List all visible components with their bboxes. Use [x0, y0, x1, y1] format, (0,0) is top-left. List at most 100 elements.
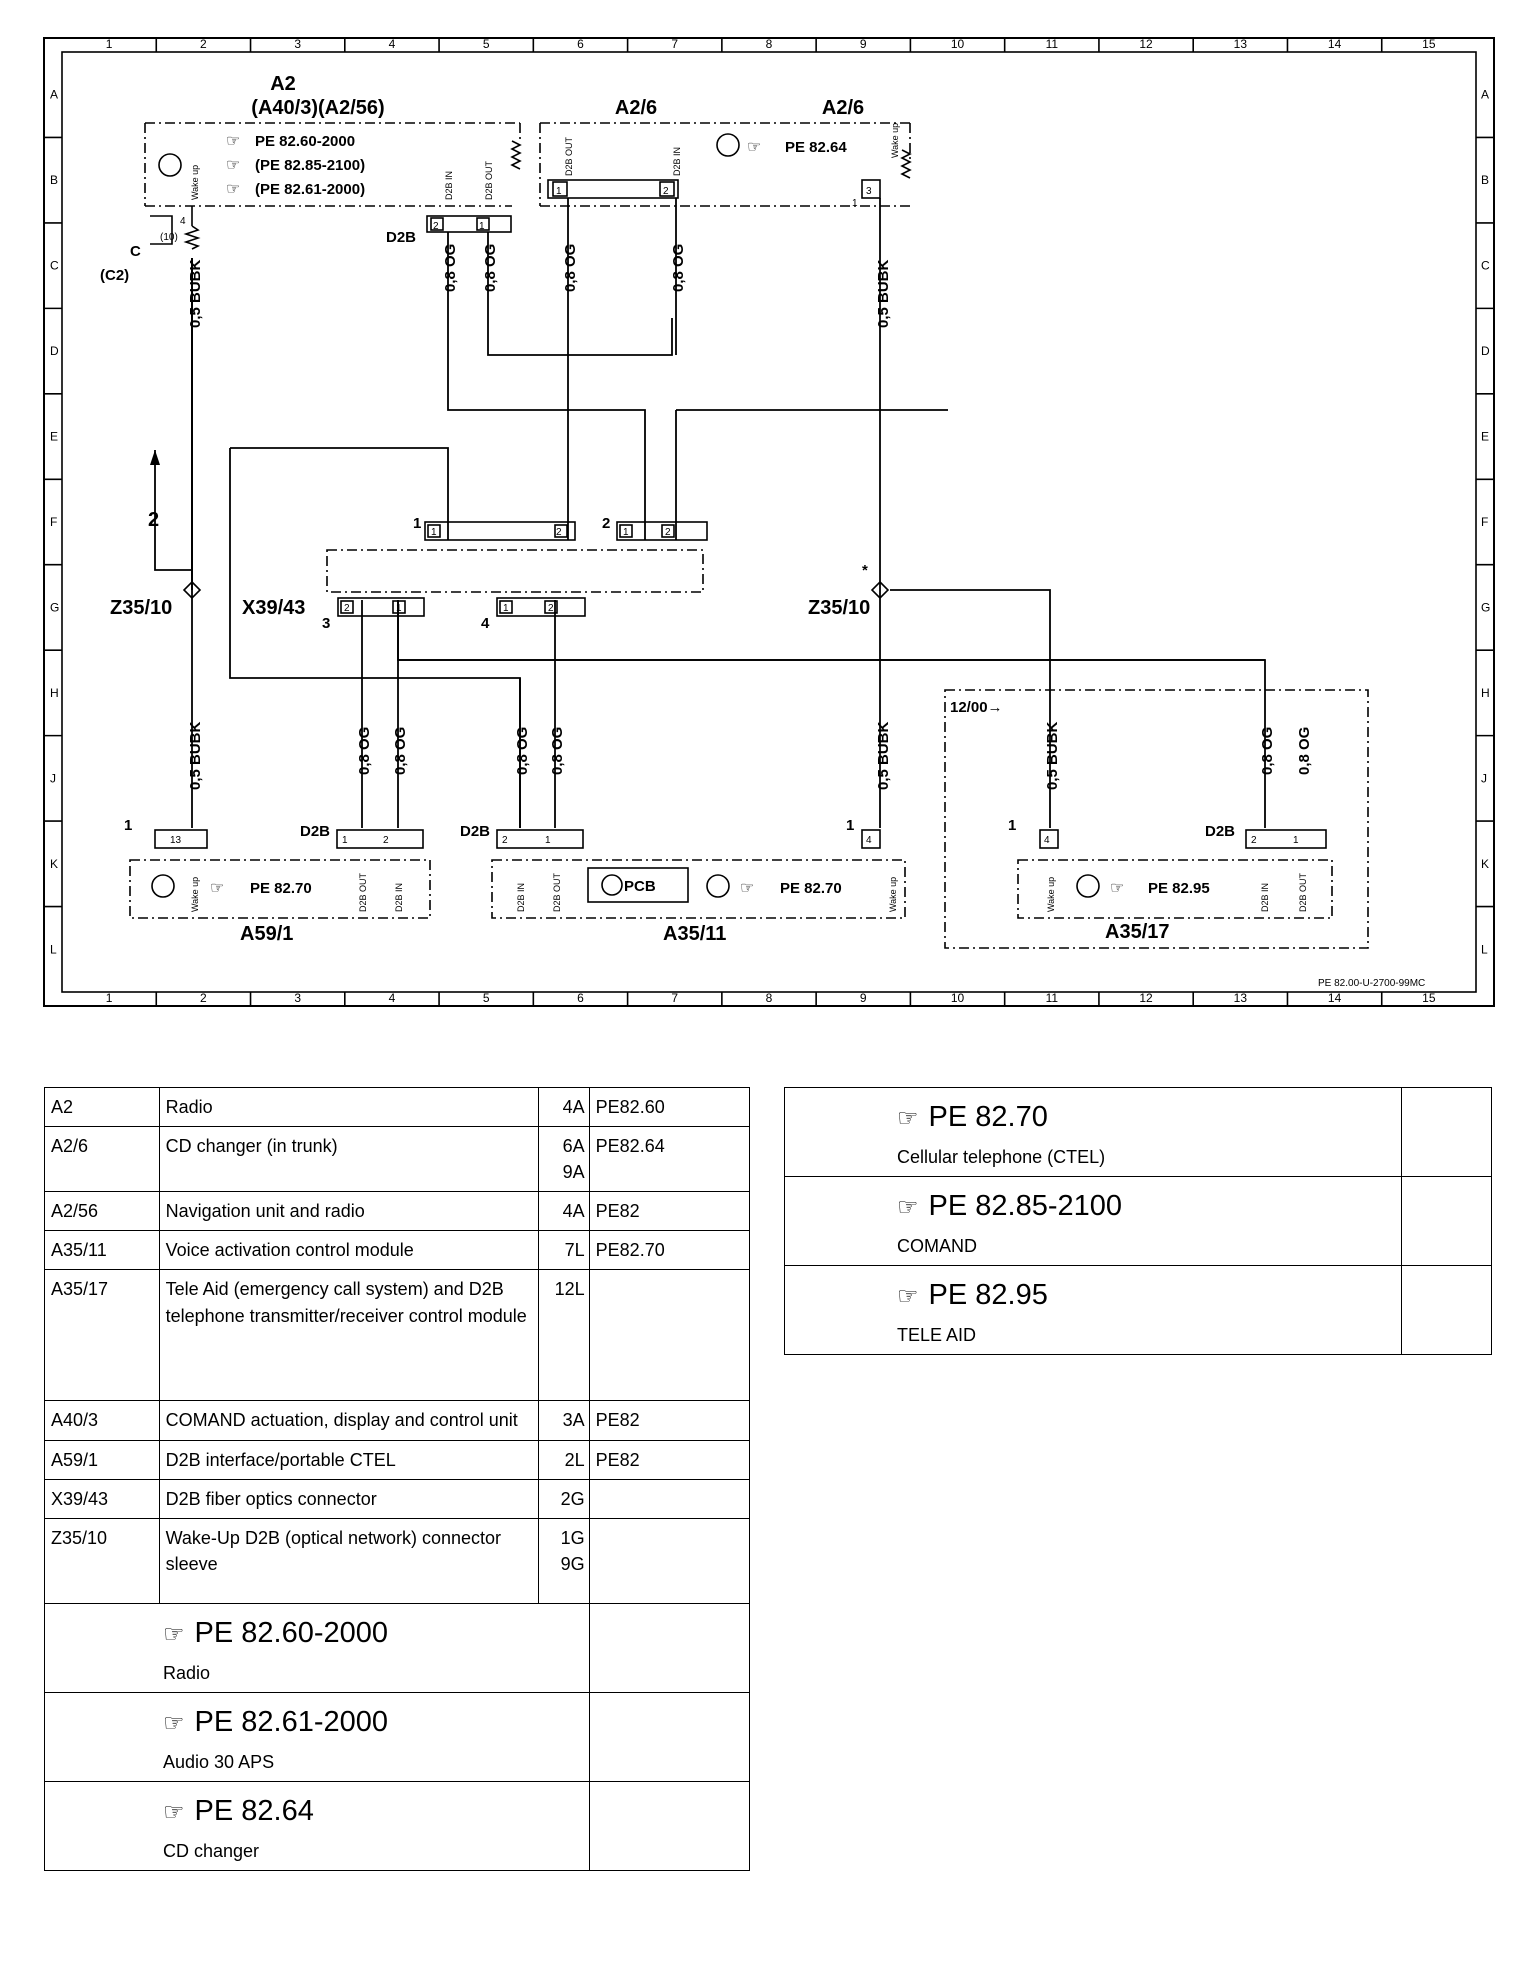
grid-col-label: 13 — [1234, 991, 1248, 1005]
optical-transceiver-icon — [151, 874, 175, 898]
bottom-modules — [129, 829, 1333, 919]
grid-col-label: 5 — [483, 991, 490, 1005]
legend-grid: 12L — [537, 1269, 590, 1402]
legend-ref: PE82.60 — [588, 1086, 751, 1128]
legend-code: A2/6 — [44, 1126, 160, 1193]
a2-pin-out: 1 — [479, 221, 485, 232]
a2-conn-c: C — [130, 243, 141, 260]
grid-col-label: 4 — [389, 37, 396, 51]
pointing-hand-icon: ☞ — [897, 1105, 919, 1132]
a26-right-code: A2/6 — [822, 97, 864, 119]
grid-row-label: G — [50, 600, 59, 614]
legend-ref-title: PE 82.60-2000 — [194, 1616, 388, 1649]
legend-grid: 2L — [537, 1439, 590, 1480]
grid-row-label: E — [1481, 430, 1489, 444]
a3517-d2b-in-label: D2B IN — [1260, 883, 1270, 912]
a3517-wake-label: Wake up — [1046, 877, 1056, 912]
a3517-from-label: 12/00→ — [950, 699, 1003, 716]
legend-grid: 3A — [537, 1400, 590, 1441]
a591-wake-label: Wake up — [190, 877, 200, 912]
a3511-pin-ext: 1 — [846, 817, 854, 834]
legend-ref — [588, 1517, 751, 1604]
a2-module — [144, 122, 522, 590]
legend-code: Z35/10 — [44, 1517, 160, 1604]
grid-row-label: L — [50, 942, 57, 956]
wire-label: 0,8 OG — [482, 244, 499, 292]
x3943-code: X39/43 — [242, 597, 305, 619]
pointing-hand-icon: ☞ — [897, 1194, 919, 1222]
legend-code: A40/3 — [44, 1400, 160, 1441]
pointing-hand-icon: ☞ — [897, 1283, 919, 1311]
optical-transceiver-icon — [716, 133, 740, 157]
a3517-enclosure — [944, 689, 1369, 949]
a26-wake-label: Wake up — [890, 123, 900, 158]
legend-ref-sub: Audio 30 APS — [163, 1751, 275, 1772]
legend-ref: PE82 — [588, 1400, 751, 1441]
grid-col-label: 15 — [1422, 37, 1436, 51]
doc-id: PE 82.00-U-2700-99MC — [1318, 978, 1425, 989]
legend-code: A35/11 — [44, 1230, 160, 1271]
wire-label: 0,8 OG — [1296, 727, 1313, 775]
a26-pin3: 3 — [866, 186, 872, 197]
a3511-d2b-out-label: D2B OUT — [552, 872, 562, 912]
wire-label: 0,8 OG — [392, 727, 409, 775]
a3511-d2b: D2B — [460, 823, 490, 840]
legend-desc: Navigation unit and radio — [158, 1191, 539, 1232]
a3511-pin1: 1 — [545, 835, 551, 846]
pointing-hand-icon: ☞ — [1110, 880, 1124, 897]
grid-col-label: 9 — [860, 991, 867, 1005]
grid-row-label: J — [50, 771, 56, 785]
legend-ref-sub: TELE AID — [897, 1325, 977, 1346]
pointing-hand-icon: ☞ — [163, 1620, 185, 1648]
a591-code: A59/1 — [240, 923, 293, 945]
a2-d2b-out-label: D2B OUT — [484, 160, 494, 200]
grid-col-label: 10 — [951, 991, 965, 1005]
grid-row-label: B — [1481, 173, 1489, 187]
optical-transceiver-icon — [1076, 874, 1100, 898]
grid-col-label: 1 — [106, 37, 113, 51]
a2-ref-3: (PE 82.61-2000) — [255, 181, 365, 198]
x3943-c3-pin2: 2 — [344, 603, 350, 614]
legend-desc: D2B fiber optics connector — [158, 1478, 539, 1519]
a591-d2b-in-label: D2B IN — [394, 883, 404, 912]
a2-sub: (A40/3)(A2/56) — [251, 97, 384, 119]
z3510-left-code: Z35/10 — [110, 597, 172, 619]
a2-pin-wake: 4 — [180, 216, 186, 227]
a3517-d2b: D2B — [1205, 823, 1235, 840]
wire-label: 0,8 OG — [562, 244, 579, 292]
pointing-hand-icon: ☞ — [226, 133, 240, 150]
grid-col-label: 6 — [577, 991, 584, 1005]
legend-grid: 4A — [537, 1086, 590, 1128]
a26-module — [539, 122, 912, 207]
wire-label: 0,8 OG — [670, 244, 687, 292]
x3943-c2: 2 — [602, 515, 610, 532]
a26-left-code: A2/6 — [615, 97, 657, 119]
legend-code: A59/1 — [44, 1439, 160, 1480]
legend-empty — [1401, 1086, 1492, 1178]
legend-grid: 7L — [537, 1230, 590, 1271]
x3943-c2-pin2: 2 — [665, 527, 671, 538]
legend-grid: 6A 9A — [537, 1126, 590, 1193]
a3511-pcb: PCB — [624, 878, 656, 895]
optical-transceiver-icon — [158, 153, 182, 177]
a3511-d2b-in-label: D2B IN — [516, 883, 526, 912]
a591-d2b: D2B — [300, 823, 330, 840]
z3510-right-sleeve — [870, 580, 890, 600]
a3517-pin1: 1 — [1293, 835, 1299, 846]
grid-col-label: 7 — [671, 991, 678, 1005]
x3943-c3: 3 — [322, 615, 330, 632]
